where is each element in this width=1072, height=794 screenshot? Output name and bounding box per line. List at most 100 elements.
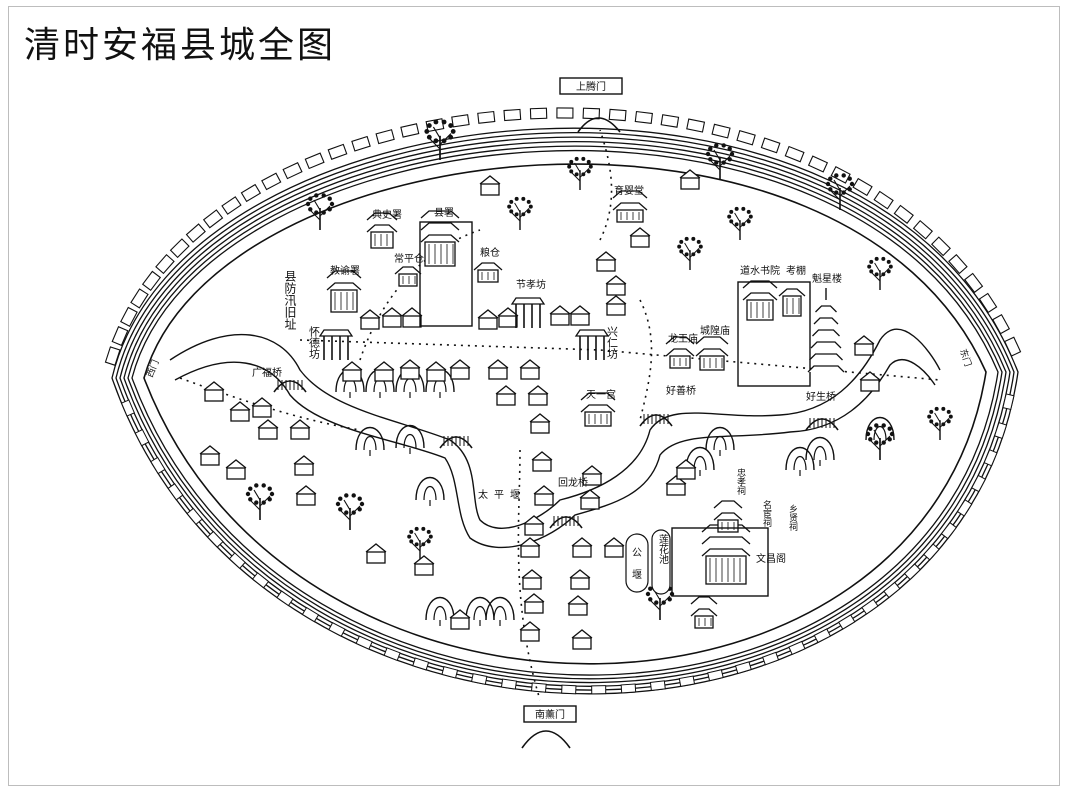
house [519,621,541,642]
huilong-bridge [549,516,583,529]
hall-body [705,555,747,585]
tree-leaf [569,159,574,164]
tree-leaf [586,159,591,164]
houses [199,169,881,650]
crenel [111,326,129,347]
label-county-office: 县署 [434,207,454,219]
tree-leaf [948,414,953,419]
tree-leaf [727,214,732,219]
tree-leaf [648,586,653,591]
house-wall [572,545,592,558]
tree-leaf [869,259,874,264]
hall-roof [612,202,648,211]
crenel [167,483,184,501]
hall-roof [690,596,718,605]
house [523,515,545,536]
tree-leaf [946,419,951,424]
tree-leaf [344,510,349,515]
county-office-hall [420,210,460,267]
willow-inner [873,425,887,441]
crenel [634,110,653,124]
tree-leaf [409,539,414,544]
hall-roof [366,224,398,233]
crenel [561,684,577,695]
tree [825,173,855,210]
willow-crown [465,596,495,621]
house [413,555,435,576]
house [665,475,687,496]
crenel [1004,336,1022,357]
tree-leaf [934,406,939,411]
tree-leaf [441,119,447,125]
label-wenchang-pavilion: 文昌阁 [756,552,786,565]
tree-leaf [841,173,846,178]
crenel [620,683,637,694]
label-haosheng-bridge: 好生桥 [806,390,836,403]
house [477,309,499,330]
crenel [940,521,958,540]
house-wall [226,467,246,480]
house-roof [341,361,363,371]
tree-leaf [741,222,746,227]
house [293,455,315,476]
tree [677,236,703,270]
house [251,397,273,418]
house [679,169,701,190]
tree-leaf [414,542,419,547]
label-longwang-temple: 龙王庙 [668,332,698,345]
tree-leaf [874,256,879,261]
house [603,537,625,558]
label-exam-hall: 考棚 [786,264,806,277]
tree-leaf [433,138,439,144]
tree-leaf [874,423,879,428]
tree-leaf [828,187,833,192]
house-roof [603,537,625,547]
hall-roof [326,282,362,291]
tree-leaf [254,500,259,505]
public-pond: 公 堰 [625,533,649,593]
tree-leaf [881,256,886,261]
tree-leaf [327,207,332,212]
crenel [992,314,1011,335]
wall-band [111,127,1019,695]
tree [867,256,893,290]
exam-hall-building [778,288,806,317]
house-wall [854,343,874,356]
house-wall [676,467,696,480]
label-haoshan-bridge: 好善桥 [666,384,696,397]
house-wall [568,603,588,616]
crenel [470,673,488,685]
crenel [355,635,373,650]
house-wall [290,427,310,440]
hall-roof [612,190,648,199]
public-pond-label-1: 公 [632,548,642,559]
house-roof [531,451,553,461]
label-kuixing-tower: 魁星楼 [812,272,842,285]
house [341,361,363,382]
tree-leaf [574,156,579,161]
hall-roof [665,348,695,357]
hall-roof [778,288,806,297]
house [859,371,881,392]
tree-leaf [825,181,831,187]
willow-tree [465,596,495,626]
willow-crown [805,436,835,461]
tree [927,406,953,440]
tree-leaf [748,214,753,219]
house [495,385,517,406]
house-wall [520,367,540,380]
house-roof [529,413,551,423]
tree-leaf [941,406,946,411]
crenel [649,680,666,691]
crenel [441,666,459,679]
house-roof [359,309,381,319]
label-old-flood-office: 县防汛旧址 [283,270,297,330]
tree-leaf [267,497,272,502]
tree-leaf [414,526,419,531]
tree-leaf [727,146,732,151]
house [225,459,247,480]
house [381,307,403,328]
crenel [873,190,894,210]
label-taiping-pond: 太平堰 [478,488,526,501]
